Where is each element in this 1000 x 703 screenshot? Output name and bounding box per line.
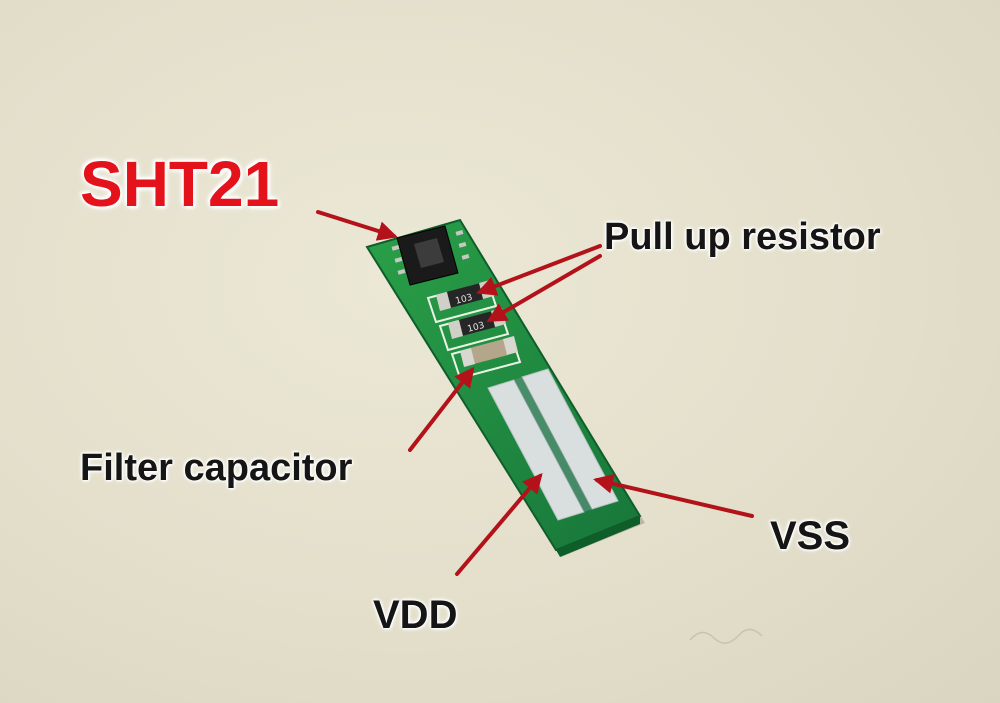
- sensor-pcb: 103 103: [365, 218, 642, 557]
- background-scratch: [689, 628, 763, 644]
- arrow-vdd: [455, 472, 543, 576]
- filter-capacitor: [460, 336, 518, 367]
- resistor-top-marking: 103: [454, 293, 473, 307]
- pullup-resistor-label: Pull up resistor: [604, 216, 881, 258]
- arrow-filter: [408, 366, 475, 452]
- arrow-pullup-bottom: [486, 254, 602, 323]
- sht21-label: SHT21: [80, 148, 280, 220]
- vdd-label: VDD: [373, 593, 458, 637]
- arrow-vss: [593, 473, 754, 518]
- arrow-sht21: [316, 210, 398, 241]
- sht21-chip: [391, 225, 470, 286]
- filter-capacitor-label: Filter capacitor: [80, 447, 353, 489]
- contact-pads: [487, 368, 619, 521]
- pcb-edge: [556, 516, 640, 557]
- vss-label: VSS: [770, 514, 851, 558]
- resistor-bottom-marking: 103: [466, 321, 485, 335]
- annotation-arrows: [316, 210, 754, 576]
- pad-gap: [514, 377, 592, 512]
- chip-pins: [391, 230, 470, 275]
- arrow-pullup-top: [476, 244, 602, 296]
